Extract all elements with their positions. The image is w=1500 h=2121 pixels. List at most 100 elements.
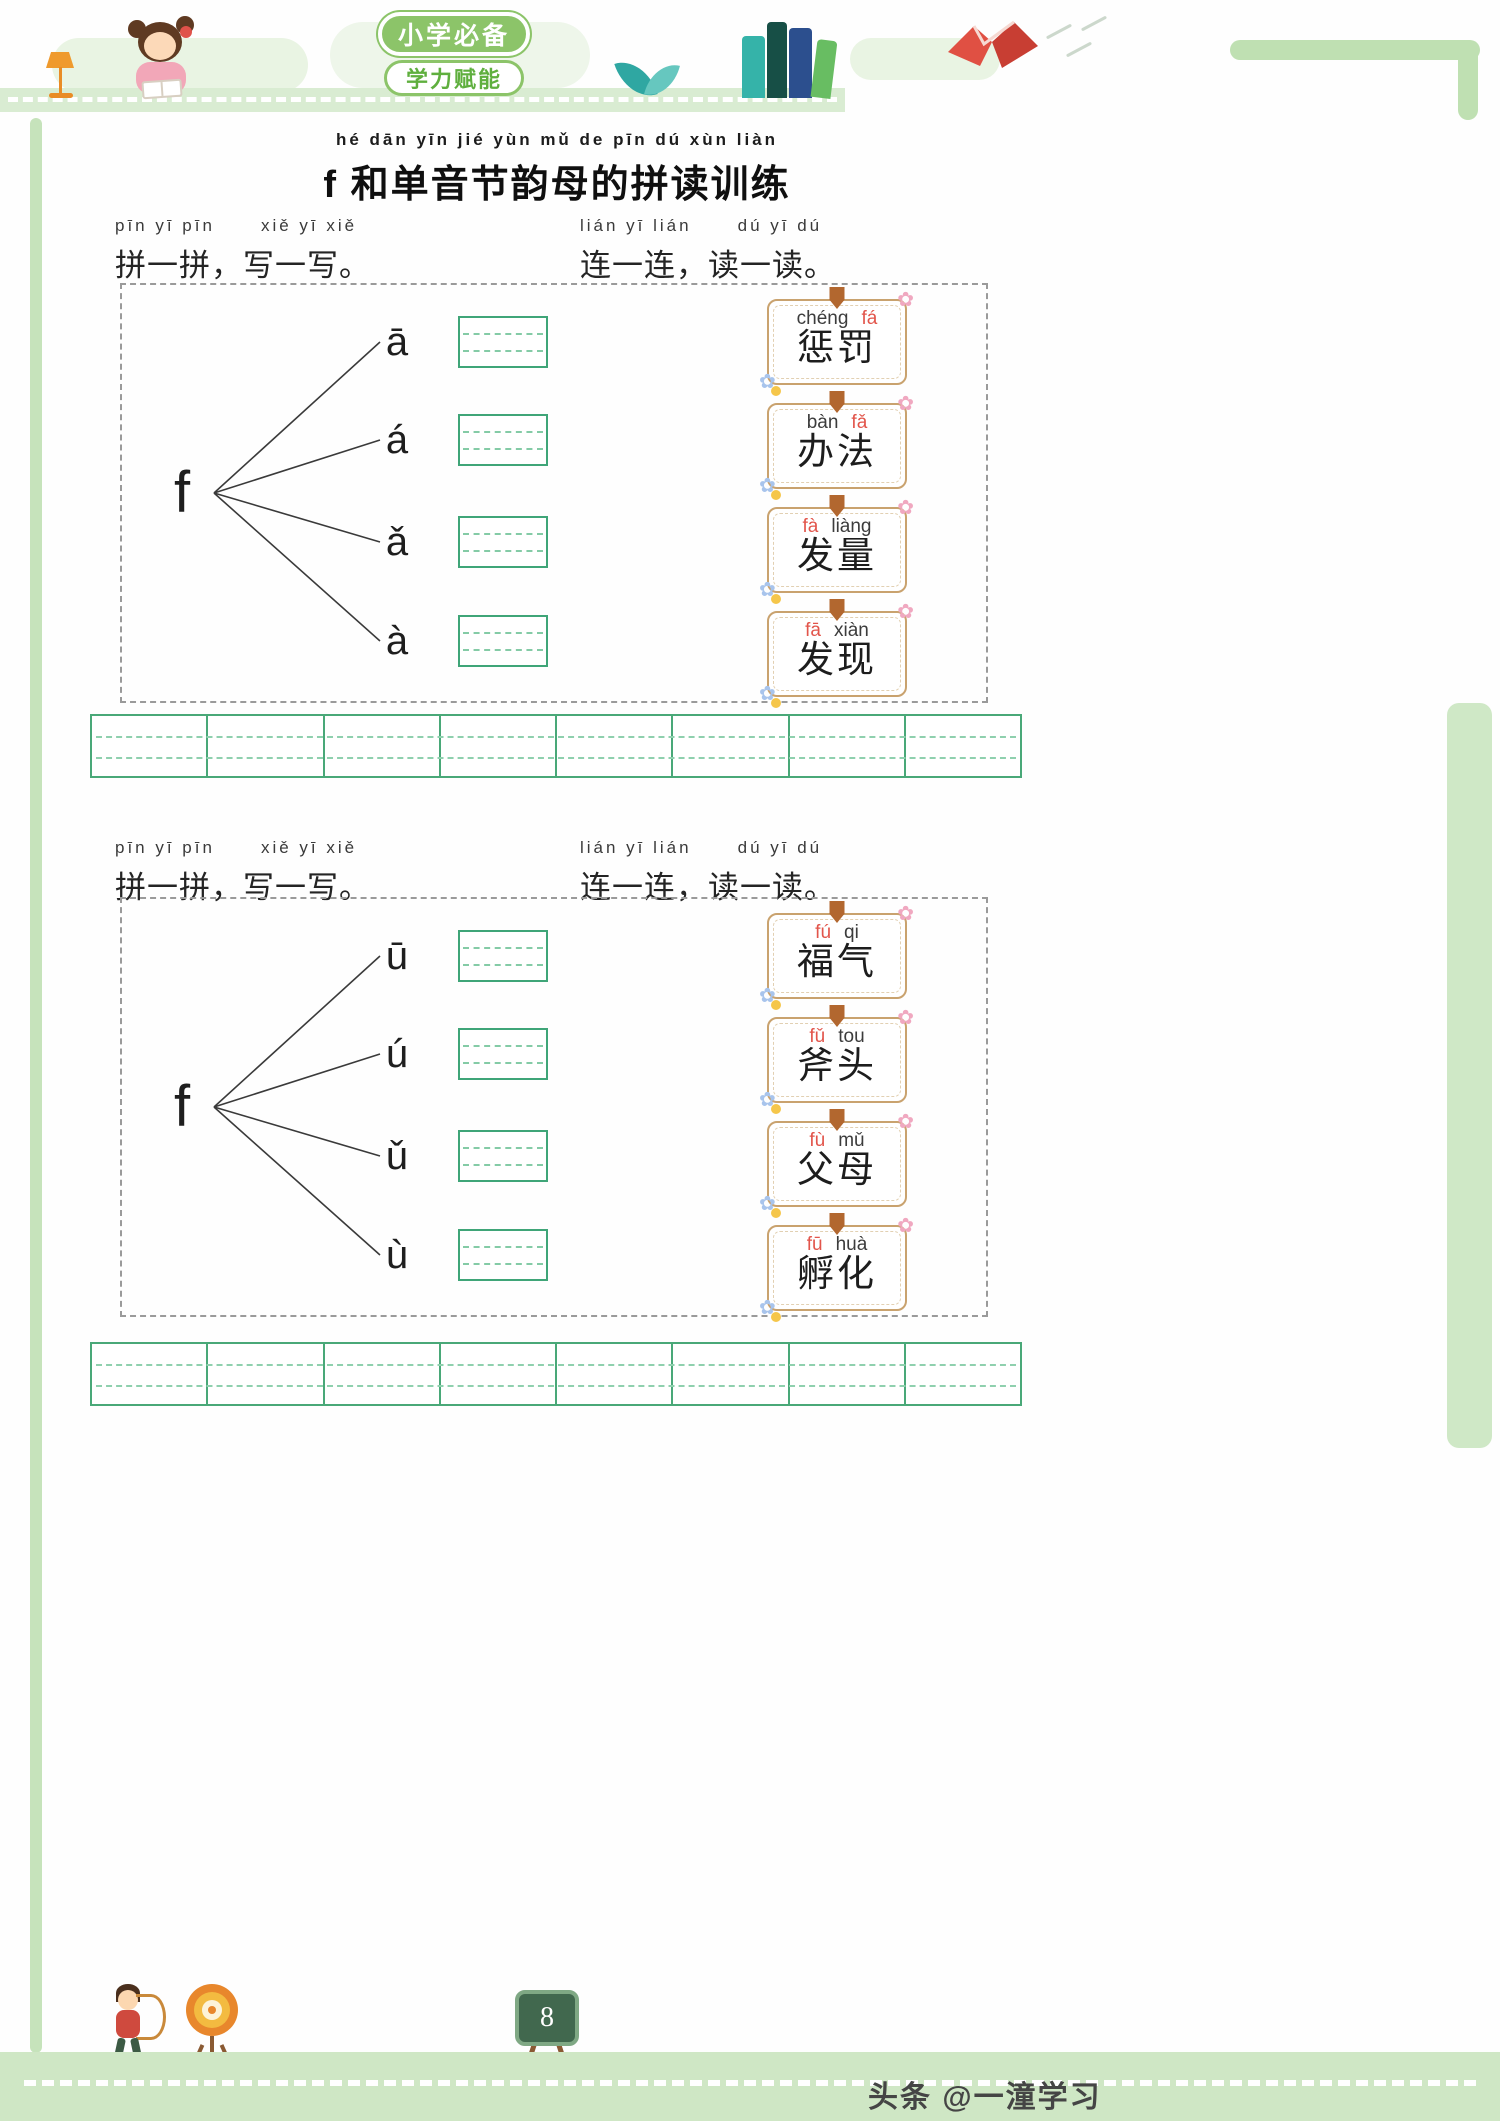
- instruction-pinyin: lián yī lián: [580, 216, 692, 235]
- writing-box: [458, 516, 548, 568]
- flower-icon: ✿: [897, 289, 914, 311]
- dot-icon: [771, 698, 781, 708]
- card-pinyin-highlight: fū: [806, 1234, 823, 1255]
- writing-box: [458, 615, 548, 667]
- clip-icon: [829, 599, 845, 621]
- page-number-board: 8: [515, 1990, 585, 2063]
- flower-icon: ✿: [897, 497, 914, 519]
- instruction-pinyin: xiě yī xiě: [260, 216, 358, 235]
- clip-icon: [829, 495, 845, 517]
- archer-illustration: [100, 1984, 170, 2064]
- badge-secondary: 学力赋能: [384, 60, 524, 96]
- instruction-pinyin: xiě yī xiě: [260, 838, 358, 857]
- final-vowel: ū: [385, 934, 409, 978]
- header-banner: 小学必备 学力赋能: [0, 0, 1500, 118]
- plant-icon: [614, 54, 686, 104]
- word-card: ✿ ✿ fū huà 孵化: [759, 1213, 914, 1322]
- practice-cell: [557, 1344, 674, 1404]
- target-illustration: [182, 1984, 242, 2068]
- clip-icon: [829, 1109, 845, 1131]
- practice-cell: [673, 716, 790, 776]
- word-card: ✿ ✿ fǔ tou 斧头: [759, 1005, 914, 1114]
- clip-icon: [829, 901, 845, 923]
- card-hanzi: 惩罚: [797, 328, 877, 369]
- writing-box: [458, 1229, 548, 1281]
- instruction-pinyin: pīn yī pīn: [115, 838, 215, 857]
- card-hanzi: 父母: [797, 1150, 877, 1191]
- clip-icon: [829, 287, 845, 309]
- title-block: hé dān yīn jié yùn mǔ de pīn dú xùn liàn…: [0, 130, 1114, 208]
- clip-icon: [829, 1213, 845, 1235]
- practice-cell: [92, 716, 209, 776]
- dot-icon: [771, 1312, 781, 1322]
- flower-icon: ✿: [897, 1215, 914, 1237]
- practice-strip: [90, 1342, 1022, 1406]
- flower-icon: ✿: [897, 393, 914, 415]
- bottom-frame-band: [0, 2052, 1500, 2121]
- final-vowel: ú: [385, 1032, 409, 1076]
- connector-lines: [213, 341, 381, 642]
- practice-cell: [557, 716, 674, 776]
- card-hanzi: 孵化: [797, 1254, 877, 1295]
- instruction-write-2: pīn yī pīn xiě yī xiě 拼一拼，写一写。: [115, 838, 371, 907]
- instruction-read-1: lián yī lián dú yī dú 连一连，读一读。: [580, 216, 836, 285]
- practice-cell: [441, 1344, 557, 1404]
- card-pinyin-highlight: fù: [809, 1130, 826, 1151]
- card-hanzi: 福气: [797, 942, 877, 983]
- instruction-text: 拼一拼，写一写。: [115, 248, 371, 283]
- card-pinyin-highlight: fú: [815, 922, 832, 943]
- practice-cell: [92, 1344, 209, 1404]
- card-pinyin: xiàn: [834, 620, 869, 641]
- books-icon: [742, 20, 846, 100]
- writing-box: [458, 316, 548, 368]
- practice-cell: [790, 1344, 906, 1404]
- final-vowel: ǔ: [385, 1134, 409, 1178]
- lamp-icon: [46, 52, 76, 100]
- top-right-frame-horizontal: [1230, 40, 1480, 60]
- instruction-text: 拼一拼，写一写。: [115, 870, 371, 905]
- practice-cell: [673, 1344, 790, 1404]
- initial-letter: f: [173, 460, 191, 525]
- final-vowel: ǎ: [385, 520, 409, 564]
- word-card: ✿ ✿ fā xiàn 发现: [759, 599, 914, 708]
- practice-strip: [90, 714, 1022, 778]
- connector-lines: [213, 955, 381, 1256]
- instruction-write-1: pīn yī pīn xiě yī xiě 拼一拼，写一写。: [115, 216, 371, 285]
- practice-cell: [325, 716, 441, 776]
- motion-stroke: [1065, 41, 1093, 58]
- final-vowel: à: [385, 619, 409, 663]
- word-card: ✿ ✿ chéng fá 惩罚: [759, 287, 914, 396]
- card-pinyin: qi: [844, 922, 859, 943]
- motion-stroke: [1080, 15, 1108, 32]
- card-hanzi: 发量: [797, 536, 877, 577]
- flower-icon: ✿: [897, 601, 914, 623]
- practice-cell: [441, 716, 557, 776]
- badge-primary: 小学必备: [378, 12, 530, 56]
- word-card: ✿ ✿ fú qi 福气: [759, 901, 914, 1010]
- page-number: 8: [515, 1990, 579, 2046]
- card-pinyin: mǔ: [838, 1130, 865, 1151]
- card-hanzi: 办法: [797, 432, 877, 473]
- instruction-pinyin: pīn yī pīn: [115, 216, 215, 235]
- exercise-box-a: f ā á ǎ à ✿ ✿ chéng fá 惩罚 ✿ ✿ bàn f: [120, 283, 988, 708]
- instruction-pinyin: lián yī lián: [580, 838, 692, 857]
- dot-icon: [771, 1104, 781, 1114]
- final-vowel: ā: [385, 320, 409, 364]
- page-title: f 和单音节韵母的拼读训练: [323, 164, 791, 206]
- left-frame-bar: [30, 118, 42, 2053]
- writing-box: [458, 414, 548, 466]
- flower-icon: ✿: [897, 1111, 914, 1133]
- card-pinyin: huà: [835, 1234, 868, 1255]
- card-pinyin-highlight: fá: [861, 308, 878, 329]
- word-card: ✿ ✿ fù mǔ 父母: [759, 1109, 914, 1218]
- clip-icon: [829, 391, 845, 413]
- practice-cell: [906, 716, 1020, 776]
- dot-icon: [771, 1208, 781, 1218]
- card-pinyin-highlight: fǎ: [851, 412, 868, 433]
- top-right-frame-vertical: [1458, 46, 1478, 120]
- flower-icon: ✿: [897, 1007, 914, 1029]
- card-pinyin: bàn: [806, 412, 839, 433]
- card-pinyin-highlight: fā: [805, 620, 821, 641]
- watermark: 头条 @一潼学习: [868, 2081, 1102, 2114]
- dot-icon: [771, 386, 781, 396]
